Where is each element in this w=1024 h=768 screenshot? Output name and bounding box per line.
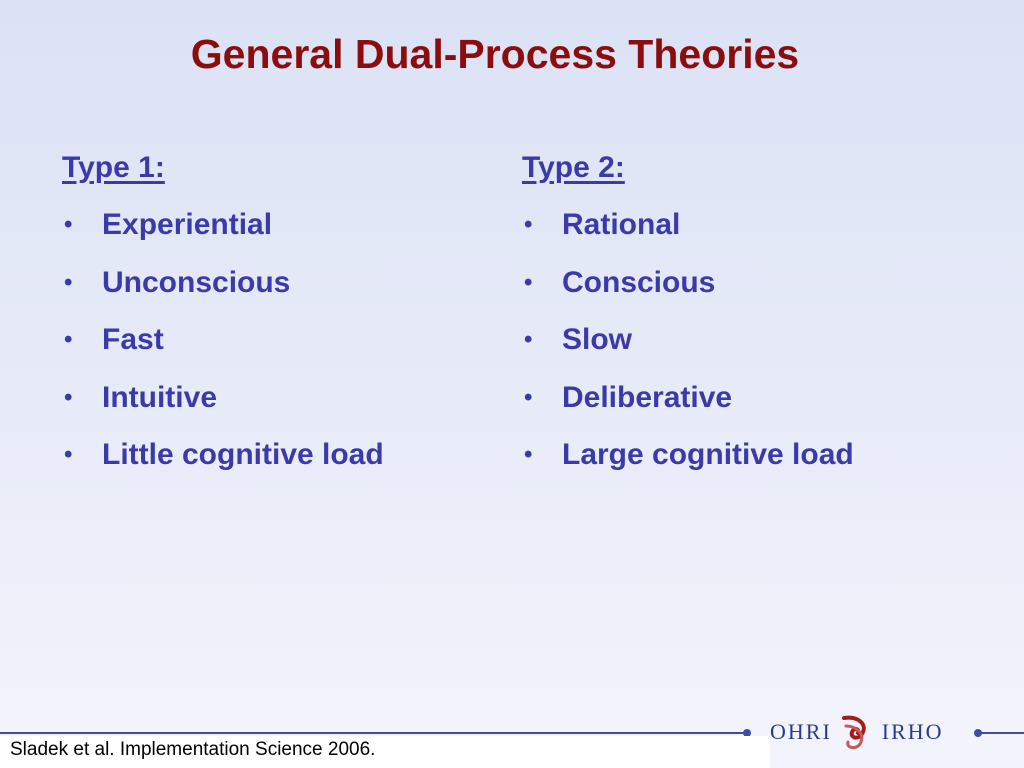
list-item: • Fast	[62, 320, 384, 360]
list-item-label: Intuitive	[102, 380, 218, 414]
type-2-list: • Rational • Conscious • Slow • Deliberative…	[522, 205, 854, 475]
ohri-irho-logo: OHRI IRHO	[770, 712, 944, 752]
type-1-column: Type 1: • Experiential • Unconscious • Fast…	[62, 148, 384, 493]
bullet-icon: •	[524, 211, 533, 238]
bullet-icon: •	[64, 211, 73, 238]
list-item-label: Experiential	[102, 208, 273, 241]
list-item: • Conscious	[522, 263, 854, 303]
logo-text-ohri: OHRI	[770, 719, 832, 744]
list-item: • Unconscious	[62, 263, 384, 303]
slide-title: General Dual-Process Theories	[190, 31, 800, 77]
bullet-icon: •	[524, 326, 533, 353]
bullet-icon: •	[524, 268, 533, 296]
footer-rule-dot	[743, 729, 751, 737]
bullet-icon: •	[64, 441, 73, 468]
list-item-label: Rational	[562, 208, 681, 241]
footer-rule	[0, 732, 745, 734]
type-1-list: • Experiential • Unconscious • Fast • Intuit…	[62, 205, 384, 475]
list-item-label: Unconscious	[102, 265, 291, 299]
bullet-icon: •	[64, 268, 73, 296]
list-item-label: Slow	[562, 323, 633, 356]
bullet-icon: •	[64, 383, 73, 411]
bullet-icon: •	[524, 383, 533, 411]
logo-text-irho: IRHO	[881, 719, 944, 744]
list-item-label: Large cognitive load	[562, 438, 854, 471]
list-item: • Rational	[522, 205, 854, 245]
bullet-icon: •	[64, 326, 73, 353]
list-item: • Deliberative	[522, 378, 854, 418]
type-1-heading: Type 1:	[62, 151, 165, 184]
list-item: • Intuitive	[62, 378, 384, 418]
list-item-label: Little cognitive load	[102, 438, 384, 471]
list-item: • Slow	[522, 320, 854, 360]
bullet-icon: •	[524, 441, 533, 468]
list-item: • Experiential	[62, 205, 384, 245]
list-item-label: Deliberative	[562, 380, 733, 414]
type-2-column: Type 2: • Rational • Conscious • Slow • Deli…	[522, 148, 854, 493]
list-item-label: Fast	[102, 323, 164, 356]
footer-rule-right	[978, 732, 1024, 734]
list-item-label: Conscious	[562, 265, 716, 299]
list-item: • Large cognitive load	[522, 435, 854, 475]
list-item: • Little cognitive load	[62, 435, 384, 475]
swirl-logo-icon	[841, 715, 866, 750]
type-2-heading: Type 2:	[522, 151, 625, 184]
footer-rule-dot	[974, 729, 982, 737]
citation: Sladek et al. Implementation Science 200…	[0, 736, 770, 768]
